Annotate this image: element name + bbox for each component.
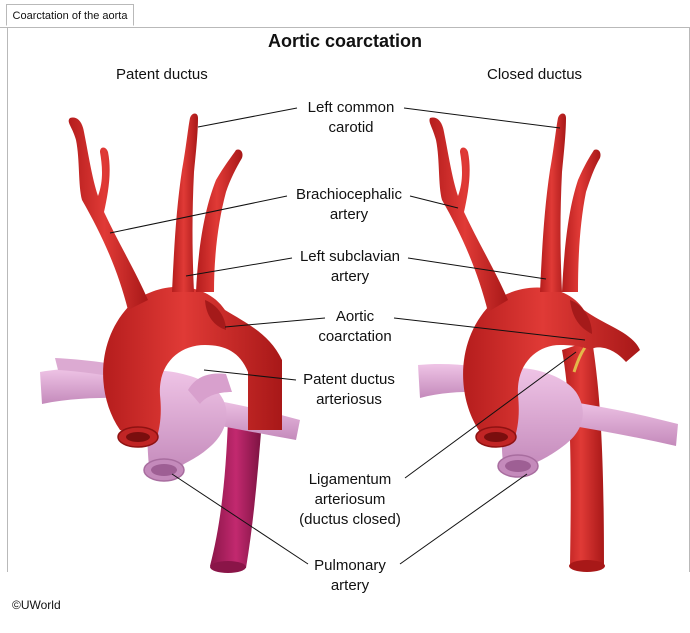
leader-coarct-l [224,317,326,328]
label-left-subclavian-artery: Left subclavian artery [290,247,410,287]
label-line: Ligamentum [308,471,392,488]
tab-coarctation[interactable]: Coarctation of the aorta [6,4,134,26]
label-aortic-coarctation: Aortic coarctation [305,307,405,347]
label-line: coarctation [318,328,392,345]
label-line: arteriosum [314,491,386,508]
leader-lines [109,107,586,565]
heading-closed-ductus: Closed ductus [487,66,583,83]
leader-brachio-r [409,195,459,209]
heading-patent-ductus: Patent ductus [116,66,208,83]
frame-border-left [7,27,8,572]
label-brachiocephalic-artery: Brachiocephalic artery [286,185,412,225]
label-line: Pulmonary [314,557,386,574]
leader-subclavian-l [185,257,293,277]
label-line: Patent ductus [303,371,395,388]
label-left-common-carotid: Left common carotid [296,98,406,138]
leader-left-carotid-r [403,107,561,129]
leader-left-carotid-l [197,107,298,128]
label-line: Aortic [335,308,375,325]
tab-bar: Coarctation of the aorta [0,0,690,28]
label-line: (ductus closed) [299,511,401,528]
label-line: Brachiocephalic [296,186,402,203]
leader-pulm-l [171,473,309,565]
label-line: carotid [328,119,374,136]
diagram-title: Aortic coarctation [267,31,423,51]
label-line: artery [329,206,369,223]
label-line: Left common [307,99,395,116]
label-pulmonary-artery: Pulmonary artery [300,556,400,596]
label-line: Left subclavian [299,248,401,265]
label-line: arteriosus [316,391,382,408]
right-vessels [418,113,678,572]
leader-coarct-r [393,317,586,341]
label-patent-ductus-arteriosus: Patent ductus arteriosus [292,370,406,410]
leader-pulm-r [399,473,528,565]
label-line: artery [330,577,370,594]
leader-subclavian-r [407,257,547,280]
leader-ligamentum [404,351,577,479]
leader-brachio-l [109,195,288,234]
label-line: artery [330,268,370,285]
left-vessels [40,113,300,573]
copyright-text: ©UWorld [12,598,61,612]
leader-patent-ductus [203,369,297,381]
label-ligamentum-arteriosum: Ligamentum arteriosum (ductus closed) [290,470,410,530]
